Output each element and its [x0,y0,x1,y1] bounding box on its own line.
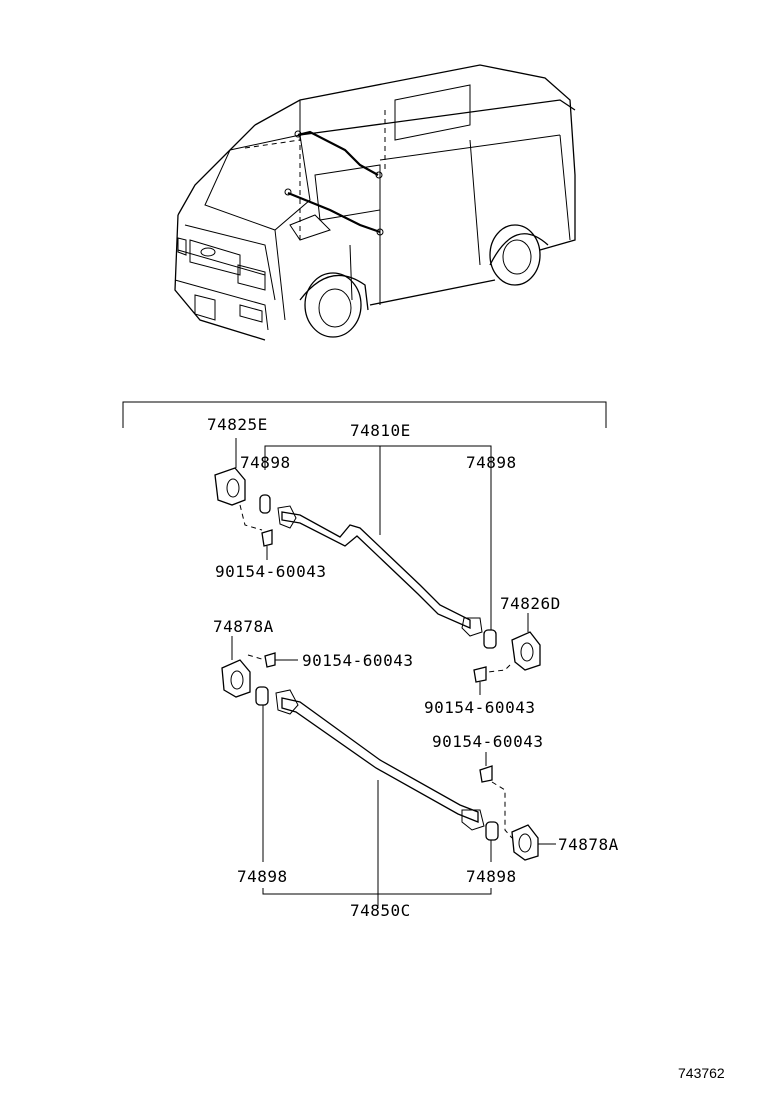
label-74898-top-left: 74898 [240,453,291,472]
label-90154-right: 90154-60043 [424,698,535,717]
washer-74898 [255,686,269,706]
label-90154-lower-right: 90154-60043 [432,732,543,751]
part-labels: 74825E 74810E 74898 74898 90154-60043 74… [207,415,619,920]
screw-90154 [261,529,273,547]
label-74850C: 74850C [350,901,411,920]
label-74898-bottom-left: 74898 [237,867,288,886]
bracket-74825E [214,467,246,506]
lower-rail-group [221,636,556,906]
washer-74898 [259,494,271,514]
label-90154-mid: 90154-60043 [302,651,413,670]
bracket-74826D [511,631,541,671]
bracket-74878A [511,824,539,861]
washer-74898 [483,629,497,649]
label-74826D: 74826D [500,594,561,613]
label-90154-upper-left: 90154-60043 [215,562,326,581]
label-74878A-left: 74878A [213,617,274,636]
bracket-74878A [221,659,251,698]
upper-assist-rail [281,511,471,629]
screw-90154 [264,652,276,668]
upper-rail-group [214,438,541,695]
label-74825E: 74825E [207,415,268,434]
lower-assist-rail [281,697,479,823]
screw-90154 [479,765,493,783]
figure-number: 743762 [678,1065,725,1081]
label-74898-bottom-right: 74898 [466,867,517,886]
screw-90154 [473,666,487,683]
van-illustration [174,64,576,341]
label-74878A-right: 74878A [558,835,619,854]
label-74898-top-right: 74898 [466,453,517,472]
group-bracket [122,401,607,428]
label-74810E: 74810E [350,421,411,440]
washer-74898 [485,821,499,841]
